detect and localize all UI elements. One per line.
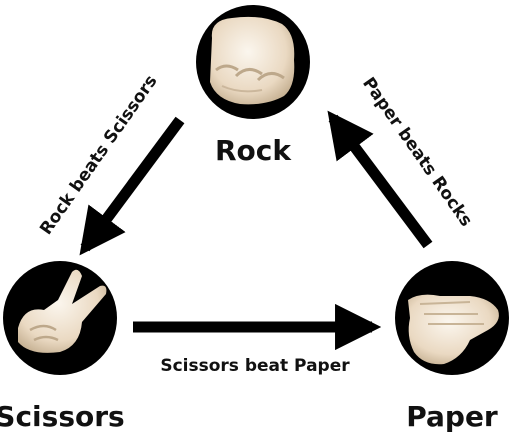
- open-hand-glove-icon: [408, 294, 499, 365]
- paper-label: Paper: [406, 400, 498, 433]
- edge-label-paper-rock: Paper beats Rocks: [358, 74, 476, 231]
- edge-label-rock-scissors: Rock beats Scissors: [36, 72, 161, 239]
- rock-node: Rock: [196, 5, 310, 167]
- edge-label-scissors-paper: Scissors beat Paper: [160, 356, 350, 376]
- fist-glove-icon: [210, 16, 295, 105]
- arrow-paper-to-rock: [327, 110, 433, 249]
- arrow-rock-to-scissors: [79, 116, 185, 256]
- rock-label: Rock: [215, 134, 292, 167]
- scissors-node: Scissors: [0, 261, 125, 433]
- scissors-label: Scissors: [0, 400, 125, 433]
- v-sign-glove-icon: [18, 269, 107, 353]
- paper-node: Paper: [395, 261, 509, 433]
